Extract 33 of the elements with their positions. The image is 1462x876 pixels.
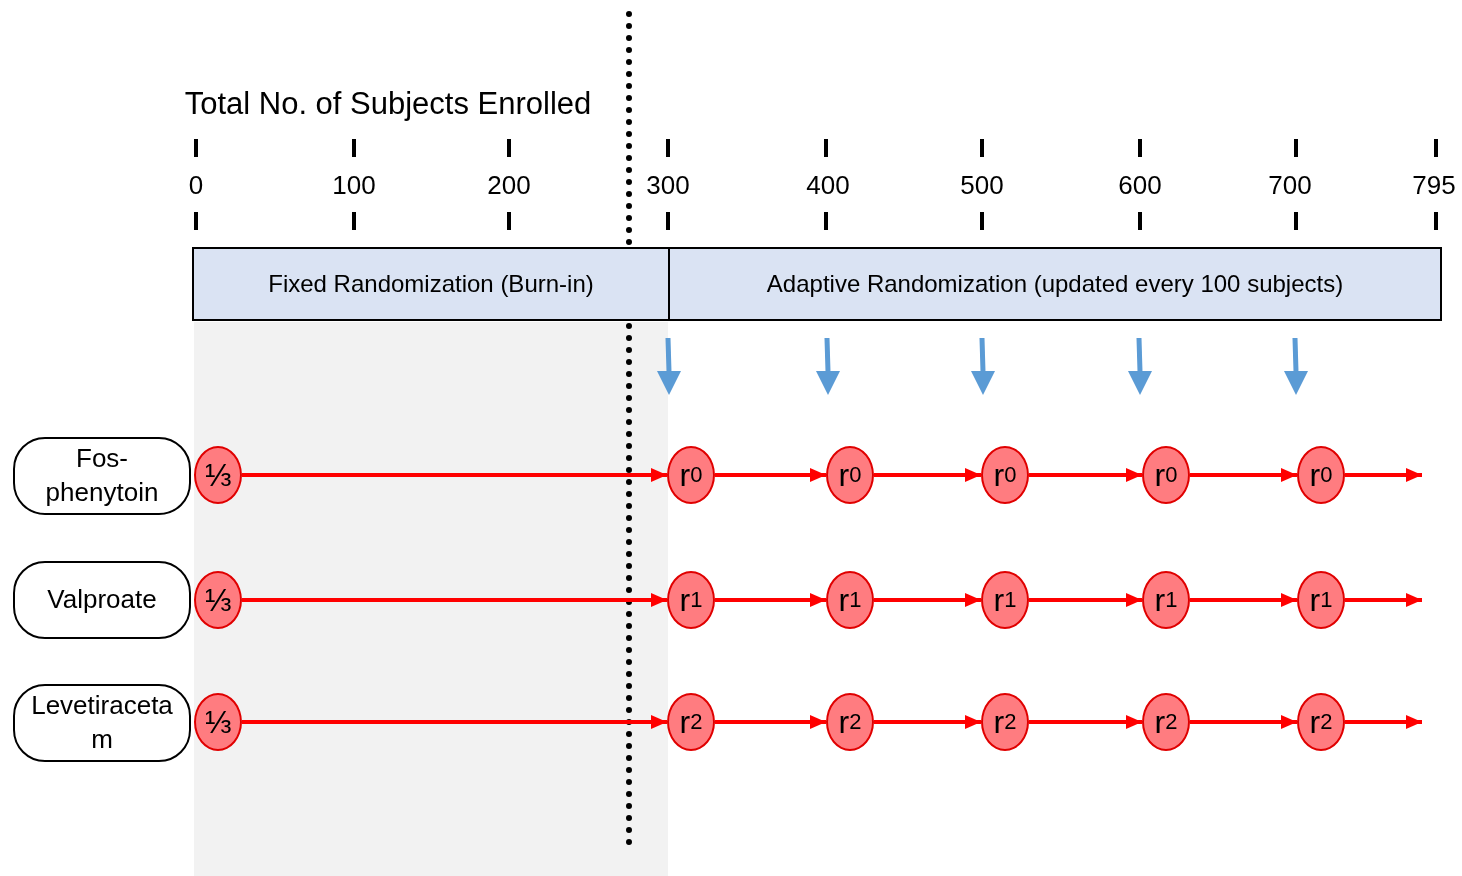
arrow [1345,468,1422,482]
tick-label: 700 [1268,170,1312,201]
arrow [1029,593,1142,607]
arrow [1190,468,1297,482]
tick-label: 100 [332,170,376,201]
arrow [715,468,826,482]
arrow [715,715,826,729]
arrow [715,593,826,607]
arrow [874,715,981,729]
treatment-box: Valproate [13,561,191,639]
arrow [1190,593,1297,607]
arrow [1029,468,1142,482]
arrow [874,593,981,607]
arrow [1190,715,1297,729]
tick-label: 300 [646,170,690,201]
phase-band: Fixed Randomization (Burn-in) [192,247,670,321]
arrow [874,468,981,482]
arrow [1345,715,1422,729]
tick-label: 500 [960,170,1004,201]
phase-band: Adaptive Randomization (updated every 100 subjects) [668,247,1442,321]
tick-label: 400 [806,170,850,201]
arrow [1345,593,1422,607]
arrow [1029,715,1142,729]
tick-label: 200 [487,170,531,201]
arrow [242,468,667,482]
tick-label: 600 [1118,170,1162,201]
treatment-box: Levetiraceta m [13,684,191,762]
arrow [242,593,667,607]
axis-title: Total No. of Subjects Enrolled [184,86,592,122]
treatment-box: Fos- phenytoin [13,437,191,515]
tick-label: 795 [1412,170,1456,201]
arrow [242,715,667,729]
tick-label: 0 [188,170,204,201]
